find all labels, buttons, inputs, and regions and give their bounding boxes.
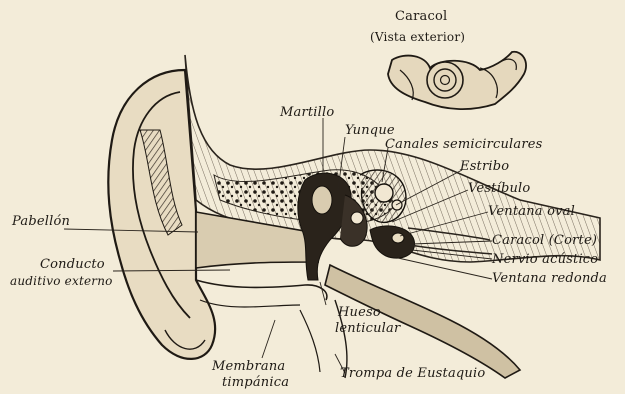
label-yunque: Yunque	[345, 124, 395, 138]
label-pabellon: Pabellón	[12, 215, 70, 229]
inset-subtitle: (Vista exterior)	[370, 30, 465, 44]
label-auditivo-externo: auditivo externo	[10, 274, 113, 288]
eustachian-tube	[300, 265, 520, 378]
label-timpanica: timpánica	[222, 376, 289, 390]
label-canales-semicirculares: Canales semicirculares	[385, 138, 543, 152]
label-membrana: Membrana	[212, 360, 285, 374]
cochlea-inset	[388, 52, 526, 109]
label-ventana-oval: Ventana oval	[488, 205, 575, 219]
label-martillo: Martillo	[280, 106, 334, 120]
label-vestibulo: Vestíbulo	[468, 182, 530, 196]
label-trompa-de-eustaquio: Trompa de Eustaquio	[340, 367, 485, 381]
label-conducto: Conducto	[40, 258, 105, 272]
label-hueso: Hueso	[338, 306, 381, 320]
label-caracol-corte: Caracol (Corte)	[492, 234, 597, 248]
inset-title: Caracol	[395, 10, 447, 24]
label-lenticular: lenticular	[335, 322, 400, 336]
label-ventana-redonda: Ventana redonda	[492, 272, 607, 286]
label-estribo: Estribo	[460, 160, 509, 174]
label-nervio-acustico: Nervio acústico	[492, 253, 598, 267]
